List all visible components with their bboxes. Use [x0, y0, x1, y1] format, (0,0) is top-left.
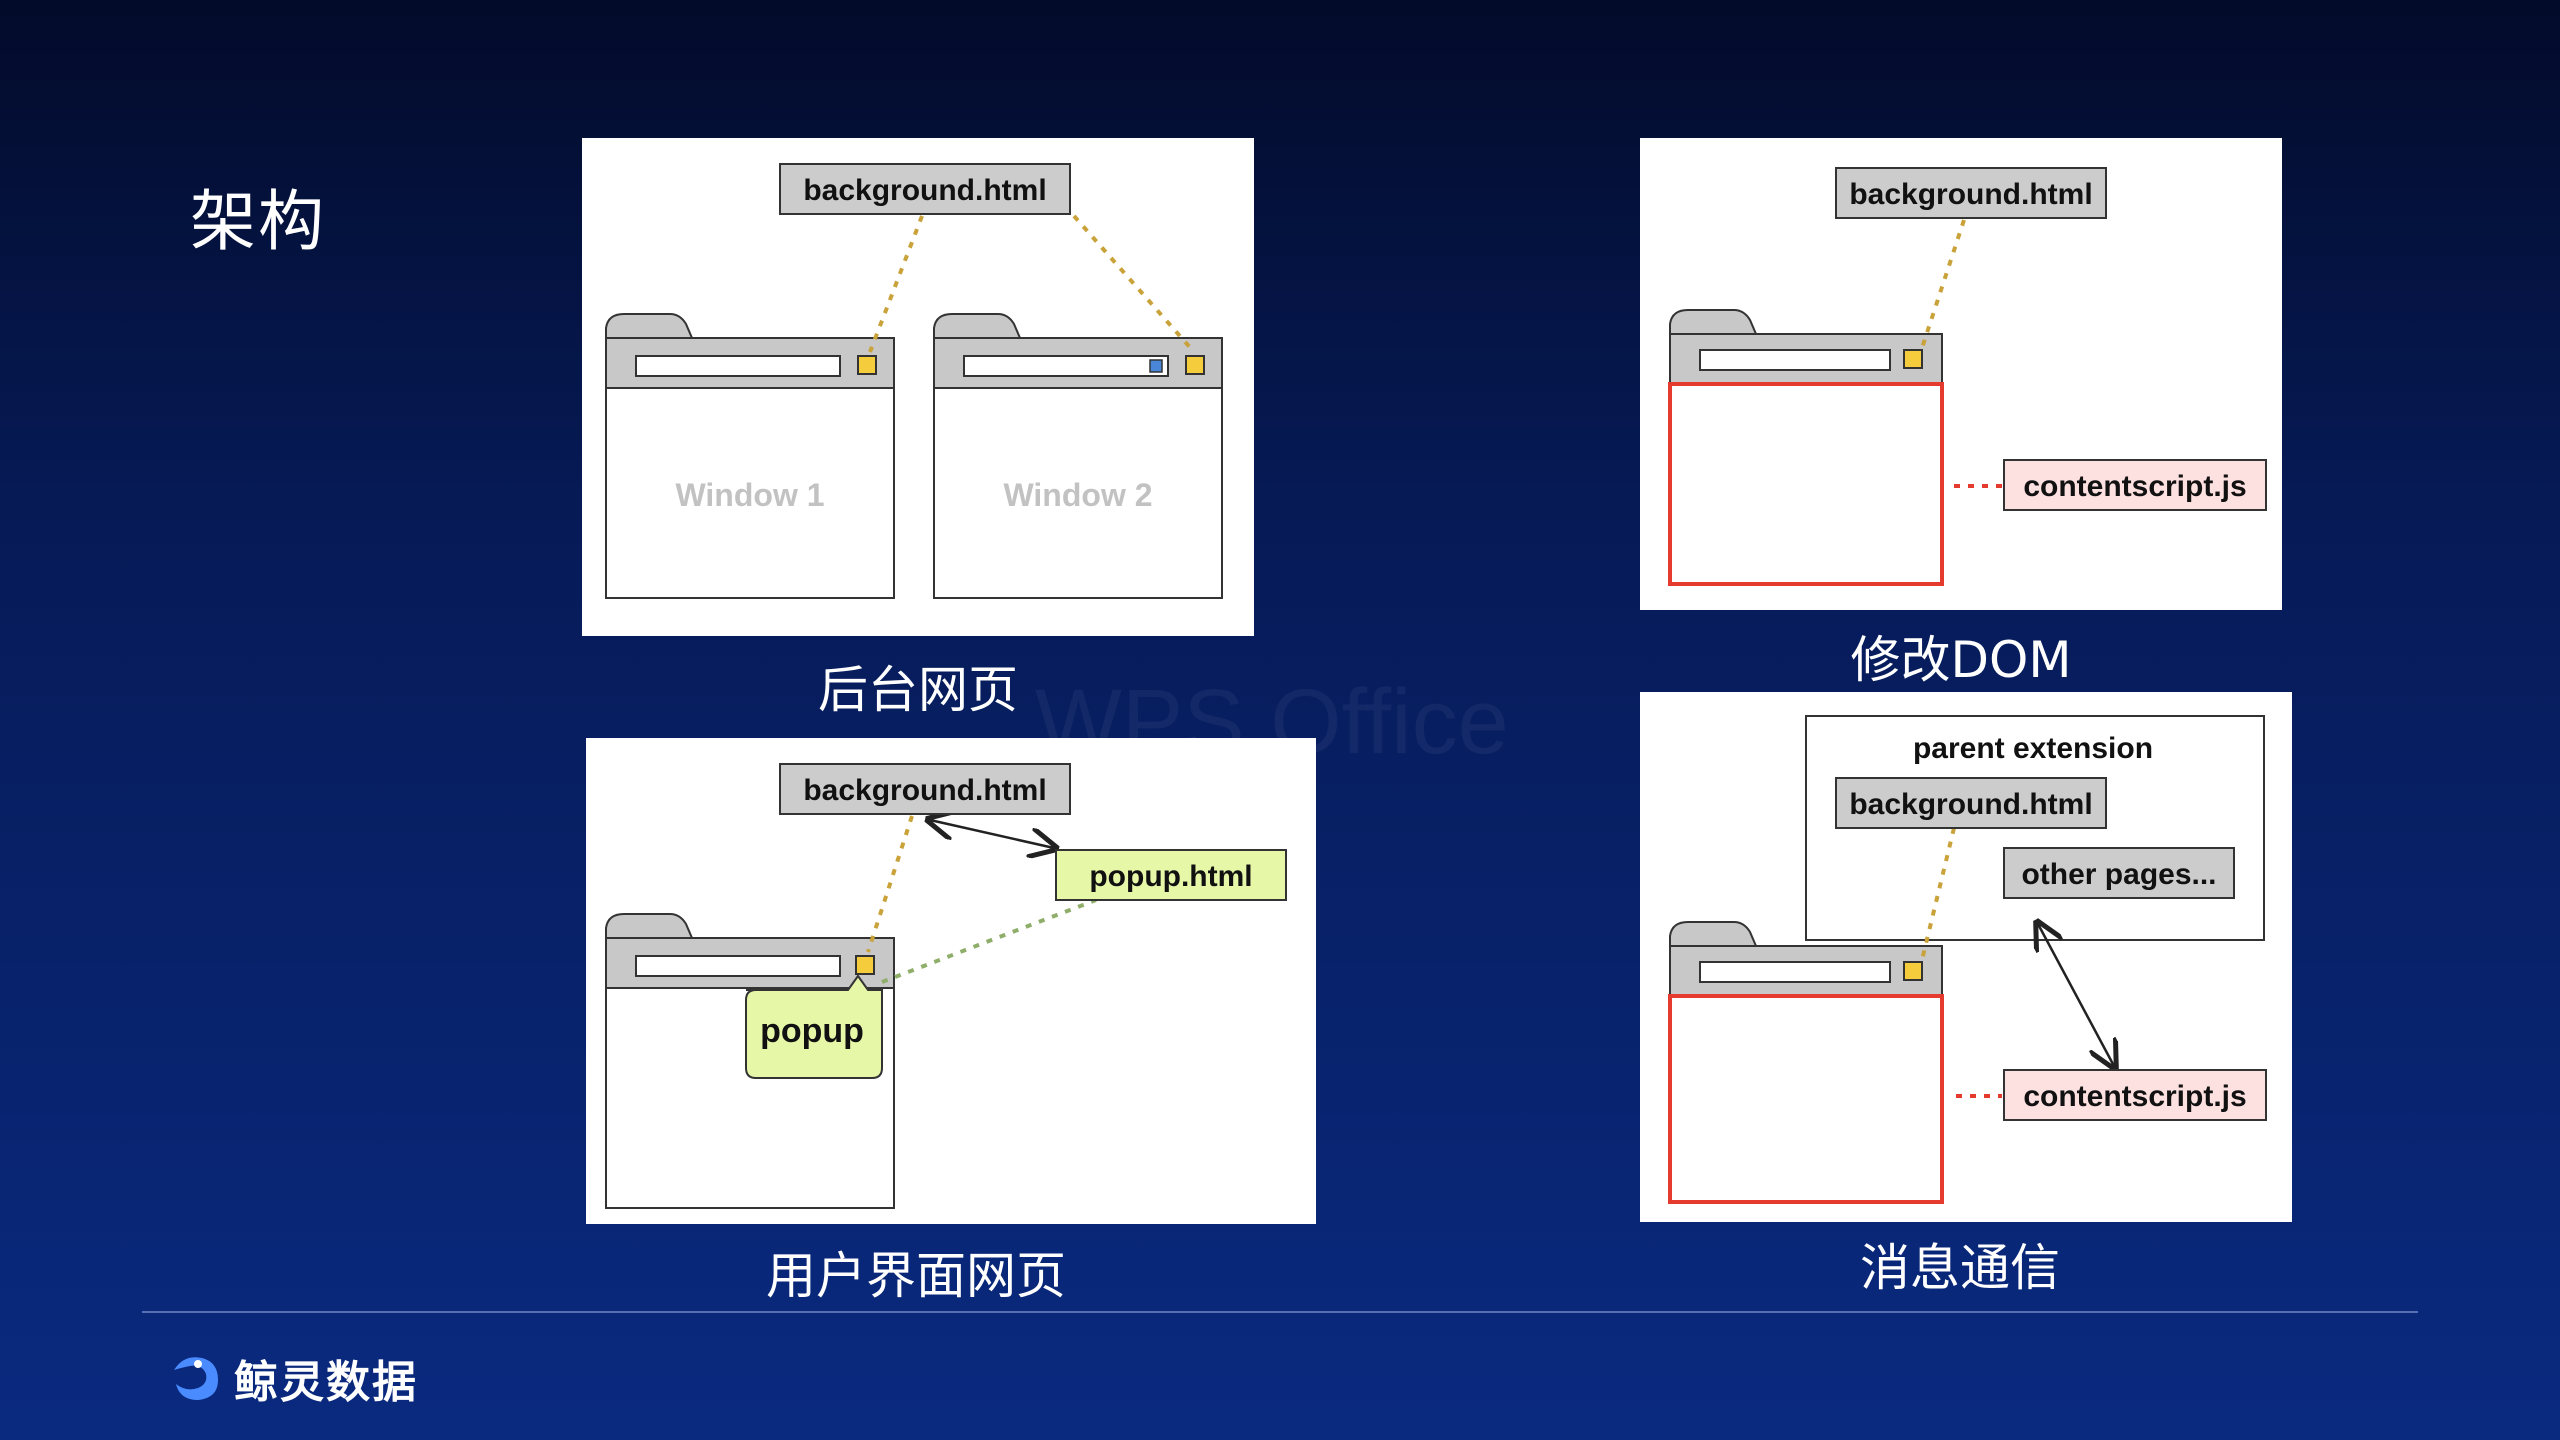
contentscript-box [2003, 1069, 2267, 1121]
popup-label: popup [760, 1012, 864, 1050]
browser-window [1668, 309, 1944, 586]
contentscript-box [2003, 459, 2267, 511]
address-bar [635, 355, 841, 377]
background-html-label: background.html [1849, 178, 2092, 211]
message-arrow [930, 820, 1054, 848]
background-html-label: background.html [803, 774, 1046, 807]
extension-icon [1903, 961, 1923, 981]
background-html-box [1835, 777, 2107, 829]
whale-logo-icon [174, 1357, 218, 1400]
address-bar [963, 355, 1169, 377]
ui-page-diagram: popup background.html popup.html [605, 763, 1287, 1209]
extension-icon [857, 355, 877, 375]
popup-connector-line [881, 898, 1097, 984]
caption-modify-dom: 修改DOM [1850, 631, 2072, 689]
extension-icon [1903, 349, 1923, 369]
caption-messaging: 消息通信 [1860, 1239, 2060, 1297]
window-2: Window 2 [933, 313, 1223, 599]
window-1: Window 1 [605, 313, 895, 599]
panel-background-page: Window 1 Window 2 background.html [582, 138, 1254, 636]
background-html-box [779, 763, 1071, 815]
popup-html-box [1055, 849, 1287, 901]
connector-line [1920, 219, 1966, 349]
logo: 鲸灵数据 [168, 1346, 418, 1410]
contentscript-label: contentscript.js [2023, 470, 2246, 503]
connector-line [1920, 827, 1956, 961]
contentscript-label: contentscript.js [2023, 1080, 2246, 1113]
background-html-label: background.html [803, 174, 1046, 207]
background-html-box [1835, 167, 2107, 219]
page-action-icon [1149, 359, 1163, 373]
browser-body [933, 387, 1223, 599]
background-page-diagram: Window 1 Window 2 background.html [605, 163, 1223, 599]
other-pages-label: other pages... [2021, 858, 2216, 891]
window-2-label: Window 2 [1003, 477, 1152, 513]
address-bar [635, 955, 841, 977]
other-pages-box [2003, 847, 2235, 899]
browser-body [605, 387, 895, 599]
message-arrow [2038, 924, 2114, 1066]
footer-divider [142, 1311, 2418, 1313]
parent-extension-label: parent extension [1913, 732, 2153, 765]
panel-ui-page: popup background.html popup.html [586, 738, 1316, 1224]
messaging-diagram: parent extension background.html other p… [1668, 715, 2267, 1204]
connector-line [868, 215, 924, 353]
panel-messaging: parent extension background.html other p… [1640, 692, 2292, 1222]
content-area [1668, 994, 1944, 1204]
extension-icon [855, 955, 875, 975]
browser-window [1668, 921, 1944, 1204]
popup-bubble [745, 974, 883, 1079]
connector-line [1072, 214, 1196, 354]
address-bar [1699, 961, 1891, 983]
modify-dom-diagram: background.html contentscript.js [1668, 167, 2267, 586]
background-html-label: background.html [1849, 788, 2092, 821]
caption-ui-page: 用户界面网页 [766, 1247, 1066, 1305]
extension-icon [1185, 355, 1205, 375]
caption-background-page: 后台网页 [818, 661, 1018, 719]
background-html-box [779, 163, 1071, 215]
window-1-label: Window 1 [675, 477, 824, 513]
address-bar [1699, 349, 1891, 371]
watermark: WPS Office [1035, 671, 1509, 773]
panel-modify-dom: background.html contentscript.js [1640, 138, 2282, 610]
connector-line [866, 815, 914, 953]
popup-html-label: popup.html [1089, 860, 1252, 893]
slide-title: 架构 [190, 183, 326, 260]
content-area [1668, 382, 1944, 586]
logo-text: 鲸灵数据 [234, 1358, 418, 1407]
